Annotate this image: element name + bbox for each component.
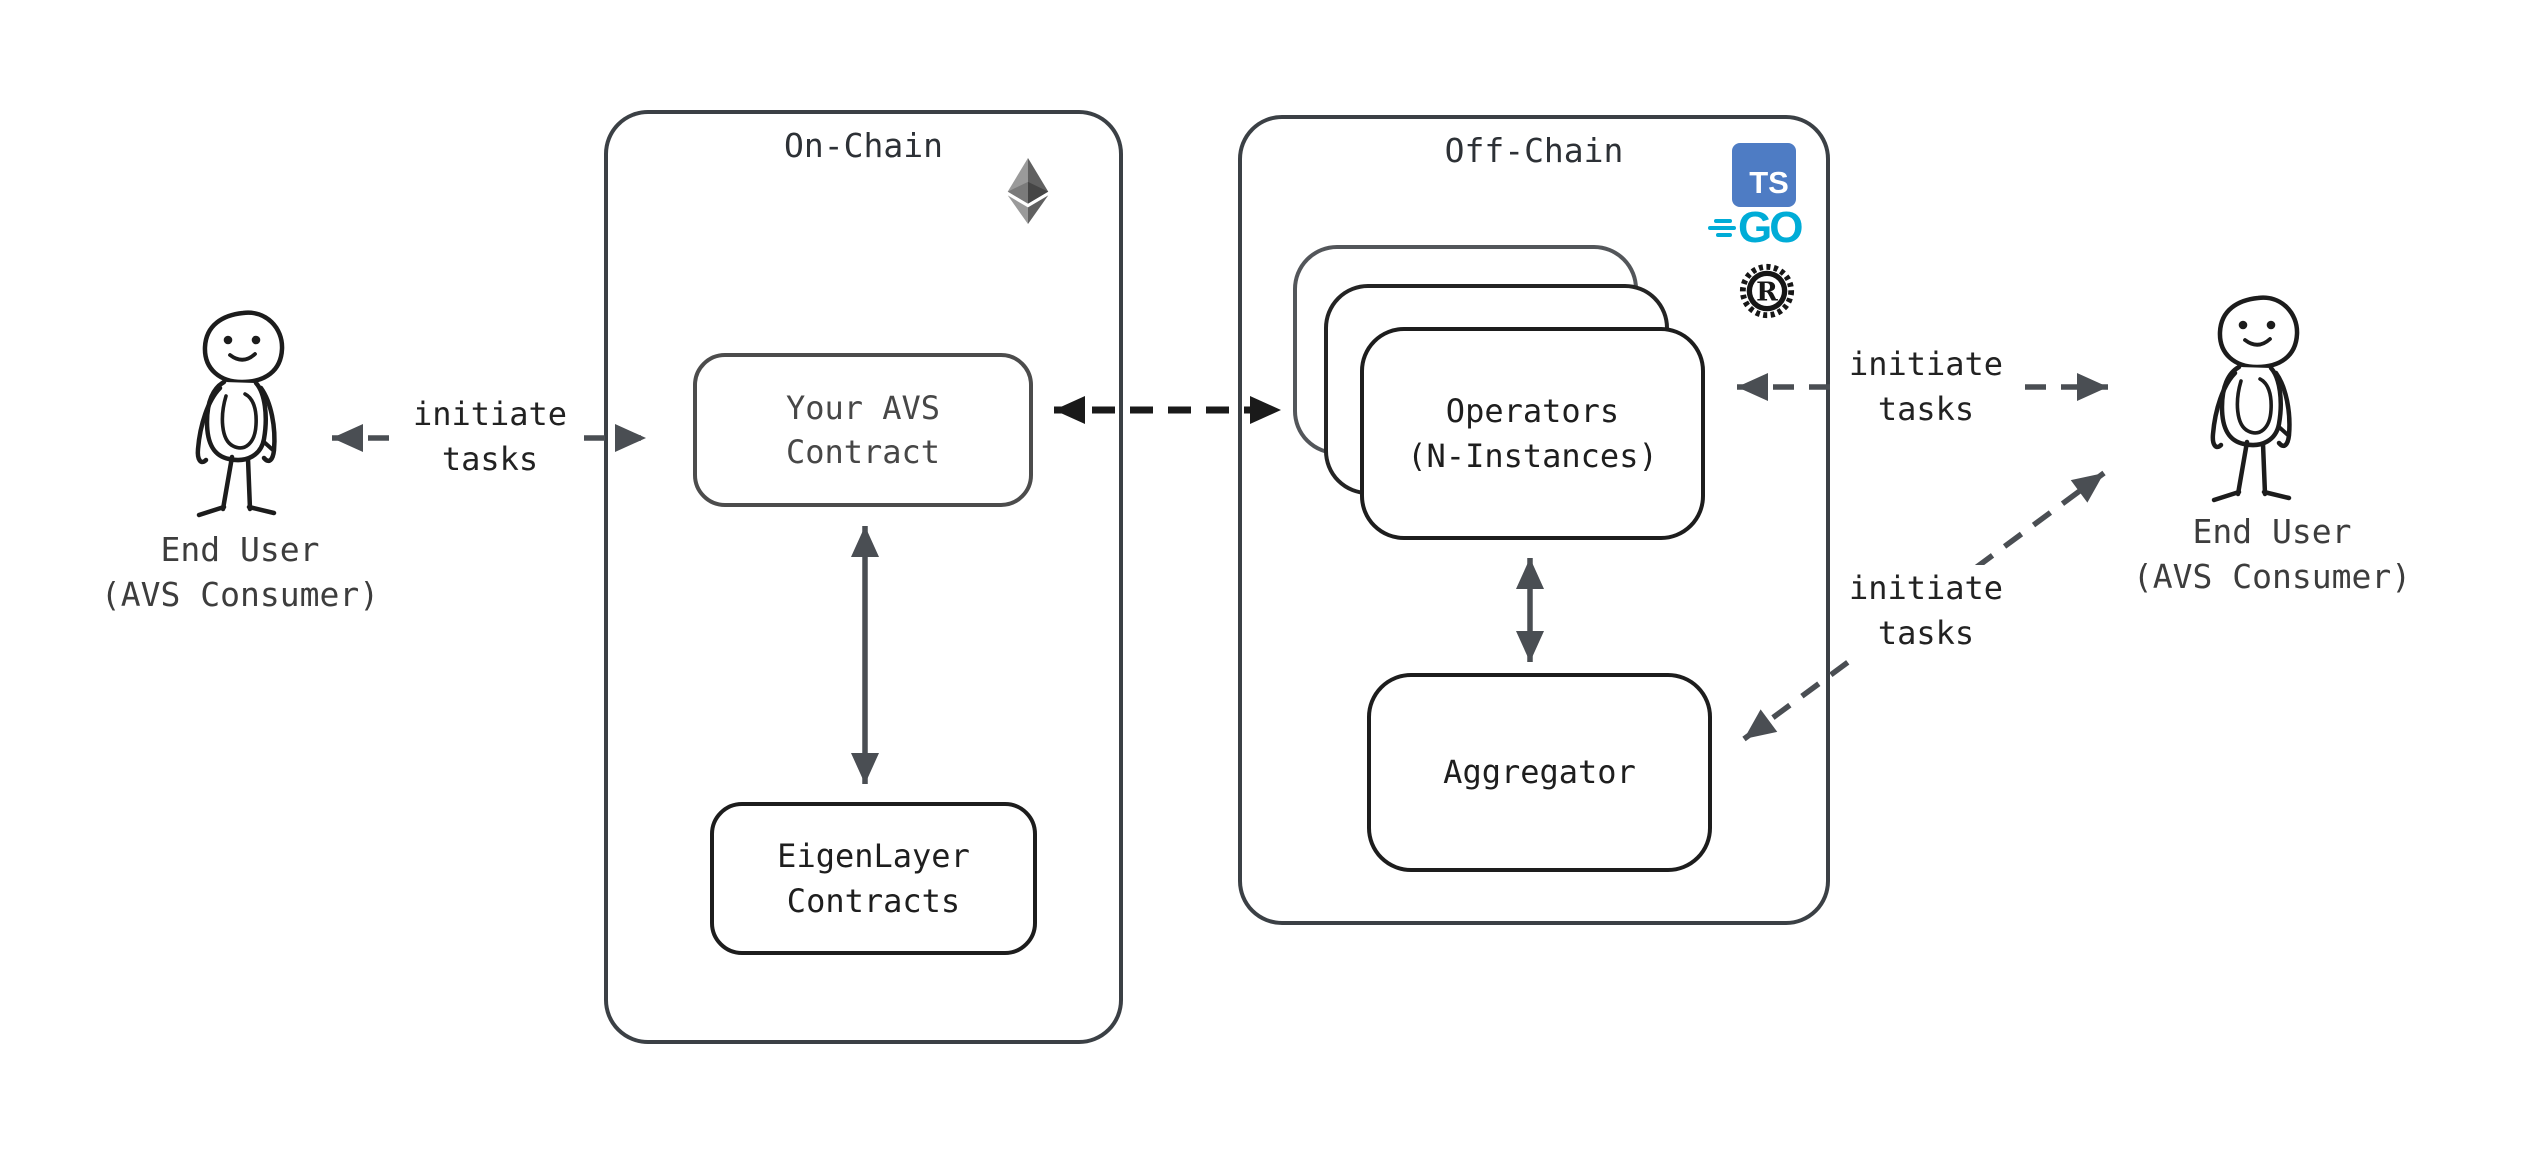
figure-foot-right — [246, 504, 277, 516]
figure-head — [202, 310, 285, 385]
figure-hand-right — [262, 440, 276, 453]
aggregator-box: Aggregator — [1367, 673, 1712, 872]
go-speed-lines — [1708, 219, 1736, 237]
figure-belly — [220, 392, 258, 450]
figure-eye-left — [223, 335, 233, 345]
figure-belly — [2235, 377, 2273, 435]
initiate-tasks-label-right-bottom: initiate tasks — [1837, 565, 2015, 657]
figure-foot-left — [2211, 489, 2242, 503]
typescript-icon: TS — [1732, 143, 1796, 207]
figure-foot-right — [2261, 489, 2292, 501]
end-user-caption-left: End User (AVS Consumer) — [100, 530, 380, 614]
figure-arm-left — [195, 385, 223, 465]
figure-leg-right — [245, 456, 253, 512]
end-user-figure-left — [195, 310, 285, 518]
end-user-figure-right — [2210, 295, 2300, 503]
on-chain-title: On-Chain — [784, 126, 943, 165]
figure-arm-left — [2210, 370, 2238, 450]
figure-leg-left — [2235, 439, 2250, 497]
go-icon: GO — [1708, 203, 1803, 252]
end-user-caption-right: End User (AVS Consumer) — [2132, 512, 2412, 596]
off-chain-title: Off-Chain — [1444, 131, 1624, 170]
figure-leg-right — [2260, 441, 2268, 497]
figure-foot-left — [196, 504, 227, 518]
figure-smile — [2243, 337, 2272, 347]
figure-leg-left — [220, 454, 235, 512]
eigenlayer-contracts-box: EigenLayer Contracts — [710, 802, 1037, 955]
typescript-label: TS — [1749, 165, 1789, 200]
figure-head — [2217, 295, 2300, 370]
initiate-tasks-label-right-top: initiate tasks — [1837, 341, 2015, 433]
initiate-tasks-label-left: initiate tasks — [400, 392, 580, 482]
operators-box-front: Operators (N-Instances) — [1360, 327, 1705, 540]
go-label: GO — [1738, 203, 1803, 252]
figure-eye-right — [251, 335, 261, 345]
figure-hand-right — [2277, 425, 2291, 438]
rust-icon: R — [1739, 263, 1795, 319]
rust-label: R — [1756, 278, 1778, 308]
figure-eye-left — [2238, 320, 2248, 330]
ethereum-icon — [1007, 158, 1049, 224]
figure-smile — [228, 352, 257, 362]
your-avs-contract-box: Your AVS Contract — [693, 353, 1033, 507]
figure-eye-right — [2266, 320, 2276, 330]
